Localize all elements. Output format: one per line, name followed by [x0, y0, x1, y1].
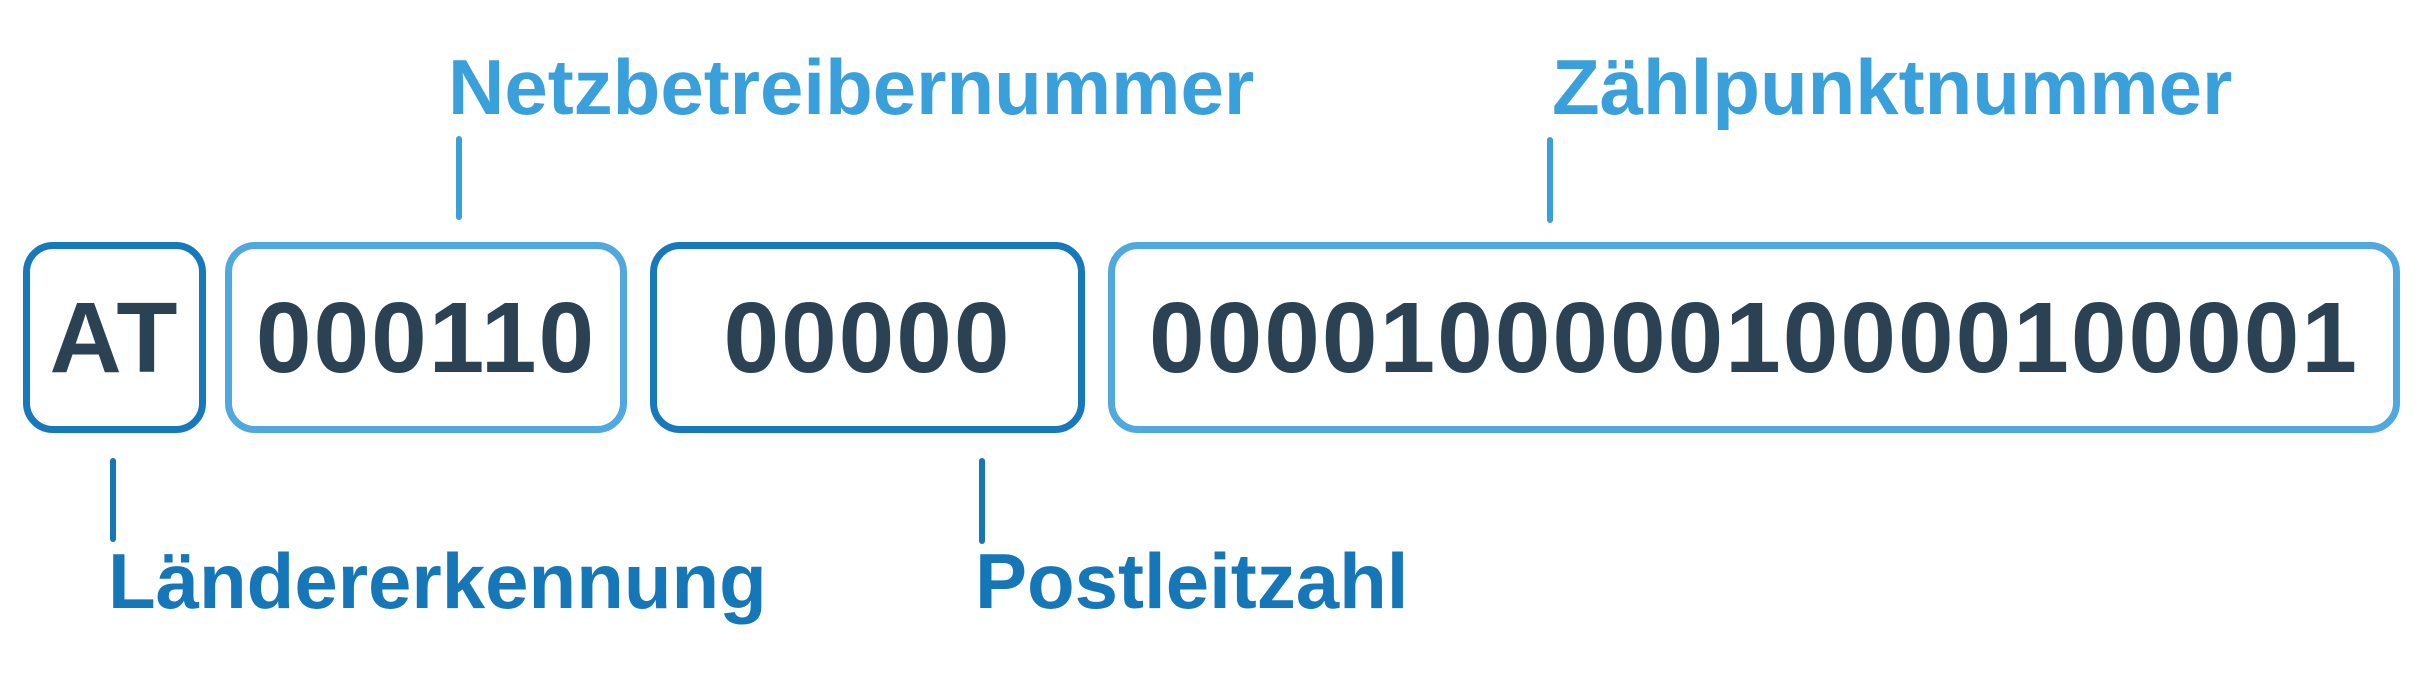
- segment-value-postleitzahl: 00000: [723, 281, 1012, 394]
- segment-box-netzbetreibernummer: 000110: [225, 242, 627, 433]
- connector-postleitzahl: [979, 458, 985, 544]
- connector-netzbetreibernummer: [456, 136, 462, 220]
- segment-value-zaehlpunktnummer: 000010000010000100001: [1149, 281, 2359, 394]
- segment-box-zaehlpunktnummer: 000010000010000100001: [1108, 242, 2400, 433]
- label-laendererkennung: Ländererkennung: [108, 537, 767, 625]
- connector-laendererkennung: [110, 458, 116, 542]
- connector-zaehlpunktnummer: [1547, 137, 1553, 223]
- label-netzbetreibernummer: Netzbetreibernummer: [448, 43, 1255, 131]
- segment-box-country-code: AT: [23, 242, 206, 433]
- label-postleitzahl: Postleitzahl: [975, 537, 1409, 625]
- segment-value-country-code: AT: [49, 281, 180, 394]
- segment-box-postleitzahl: 00000: [650, 242, 1085, 433]
- label-zaehlpunktnummer: Zählpunktnummer: [1552, 43, 2233, 131]
- segment-value-netzbetreibernummer: 000110: [255, 281, 597, 394]
